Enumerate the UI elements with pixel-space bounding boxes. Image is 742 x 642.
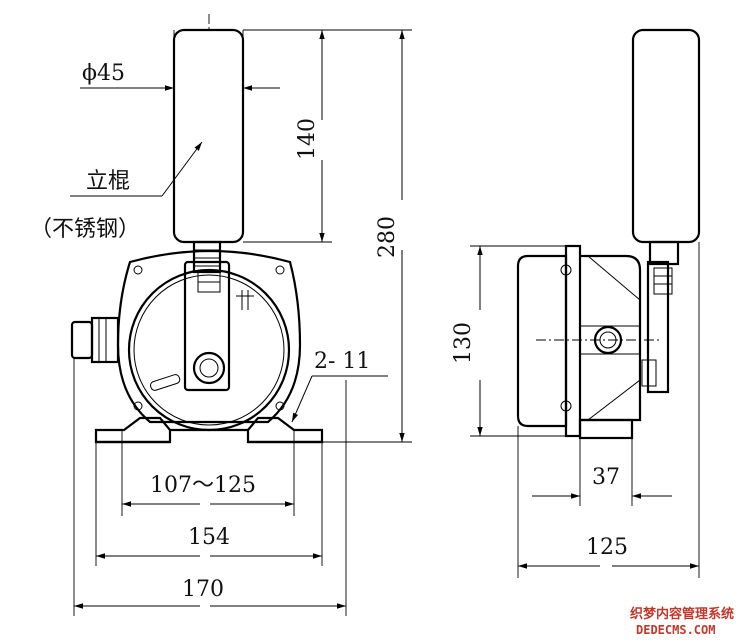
watermark: 织梦内容管理系统 DEDECMS.COM <box>630 606 734 637</box>
rod <box>172 28 245 244</box>
t-marker <box>236 290 254 310</box>
dim-154: 154 <box>188 525 230 550</box>
side-arm <box>646 260 670 394</box>
side-dimensions: 130 37 125 <box>451 242 700 578</box>
cable-gland <box>70 316 120 364</box>
side-housing <box>516 254 568 428</box>
screw-top-left <box>133 265 143 275</box>
side-flange <box>564 244 582 438</box>
housing-outline <box>116 249 302 424</box>
base-left-foot <box>94 416 172 444</box>
rod-label-line1: 立棍 <box>86 169 130 194</box>
dim-37: 37 <box>592 465 620 490</box>
side-view <box>516 28 701 440</box>
base-right-foot <box>246 416 324 444</box>
screw-bottom-left <box>133 401 143 411</box>
dim-holes: 2- 11 <box>314 349 370 374</box>
side-rod <box>631 28 701 244</box>
dim-125: 125 <box>586 535 628 560</box>
screw-bottom-right <box>275 401 285 411</box>
lever-arm <box>183 260 231 392</box>
dim-rod-height: 140 <box>295 118 320 160</box>
watermark-line2: DEDECMS.COM <box>636 623 715 637</box>
rod-label-line2: （不锈钢） <box>30 217 140 242</box>
watermark-line1: 织梦内容管理系统 <box>630 606 734 622</box>
dim-diameter: ϕ45 <box>82 61 125 86</box>
rod-coupling <box>192 240 222 274</box>
screw-top-right <box>275 265 285 275</box>
pivot <box>192 351 226 385</box>
slot <box>150 374 181 391</box>
dim-total-height: 280 <box>375 216 400 258</box>
dim-range: 107～125 <box>150 473 256 498</box>
dim-170: 170 <box>182 577 224 602</box>
dim-130: 130 <box>451 322 476 364</box>
housing-cover <box>127 268 291 432</box>
front-dimensions: ϕ45 140 280 立棍 （不锈钢） 2- 11 107～125 <box>30 29 412 616</box>
side-base <box>578 418 634 440</box>
front-view <box>70 14 324 444</box>
